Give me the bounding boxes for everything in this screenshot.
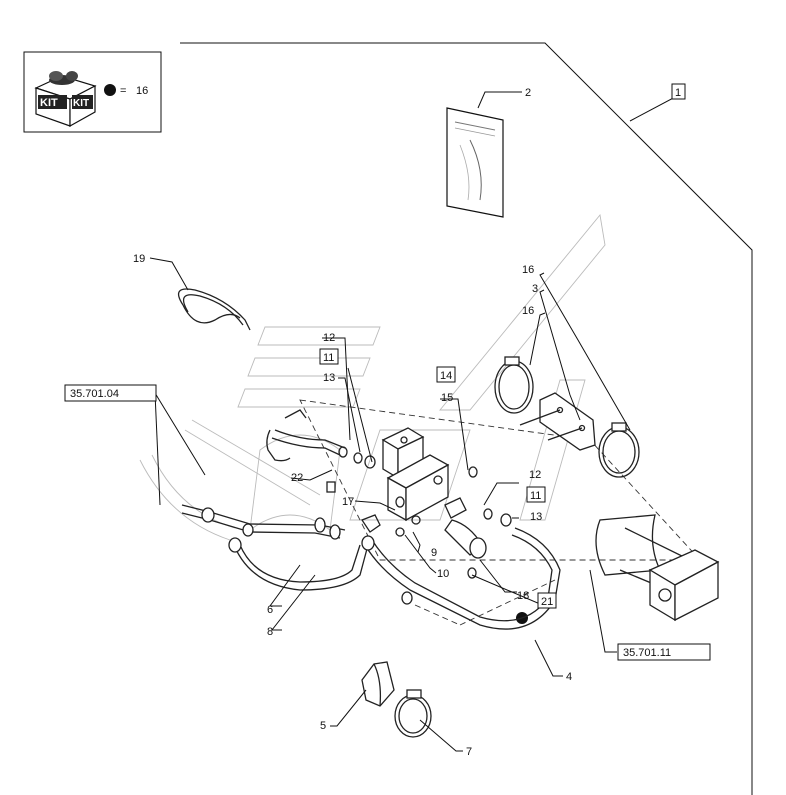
ref-15: 15 [441, 392, 453, 404]
kit-box-icon [34, 71, 97, 128]
mounting-plate [519, 392, 596, 451]
ref-10: 10 [437, 568, 449, 580]
ref-5: 5 [320, 720, 326, 732]
hose-holder [361, 661, 395, 707]
hoses [181, 409, 561, 630]
ref-11a: 11 [323, 352, 334, 364]
cable-tie [149, 257, 251, 331]
manual-booklet [446, 91, 522, 218]
ref-16b: 16 [522, 305, 534, 317]
kit-equals: = [120, 85, 126, 97]
section-ref-right: 35.701.11 [623, 647, 671, 659]
section-ref-left: 35.701.04 [70, 388, 119, 400]
ref-18: 18 [517, 590, 529, 602]
kit-legend: KIT KIT = 16 [23, 51, 162, 133]
ref-16a: 16 [522, 264, 534, 276]
kit-text-2: KIT [73, 98, 89, 109]
ref-13a: 13 [323, 372, 335, 384]
hose-clamp-bottom [394, 689, 432, 738]
ref-1: 1 [675, 87, 681, 99]
ref-13b: 13 [530, 511, 542, 523]
ref-12a: 12 [323, 332, 335, 344]
ref-11b: 11 [530, 490, 541, 502]
bullet-icon [104, 84, 116, 96]
ref-21: 21 [541, 596, 553, 608]
ref-9: 9 [431, 547, 437, 559]
ref-8: 8 [267, 626, 273, 638]
kit-text-1: KIT [40, 97, 58, 109]
ref-14: 14 [440, 370, 452, 382]
reference-labels: 1 2 19 16 3 16 12 11 13 14 15 35.701.04 … [64, 83, 711, 758]
ref-22: 22 [291, 472, 303, 484]
hose-clamp-upper [494, 356, 534, 414]
ref-4: 4 [566, 671, 572, 683]
leader-lines [122, 95, 681, 752]
hose-clamp-right [598, 422, 640, 478]
ref-19: 19 [133, 253, 145, 265]
ref-7: 7 [466, 746, 472, 758]
ref-17: 17 [342, 496, 354, 508]
ref-6: 6 [267, 604, 273, 616]
ref-12b: 12 [529, 469, 541, 481]
ref-2: 2 [525, 87, 531, 99]
kit-ref: 16 [136, 85, 148, 97]
hydraulic-cylinder [299, 399, 720, 622]
kit-boundary [180, 42, 753, 795]
valve-block [326, 427, 528, 624]
ref-3: 3 [532, 283, 538, 295]
